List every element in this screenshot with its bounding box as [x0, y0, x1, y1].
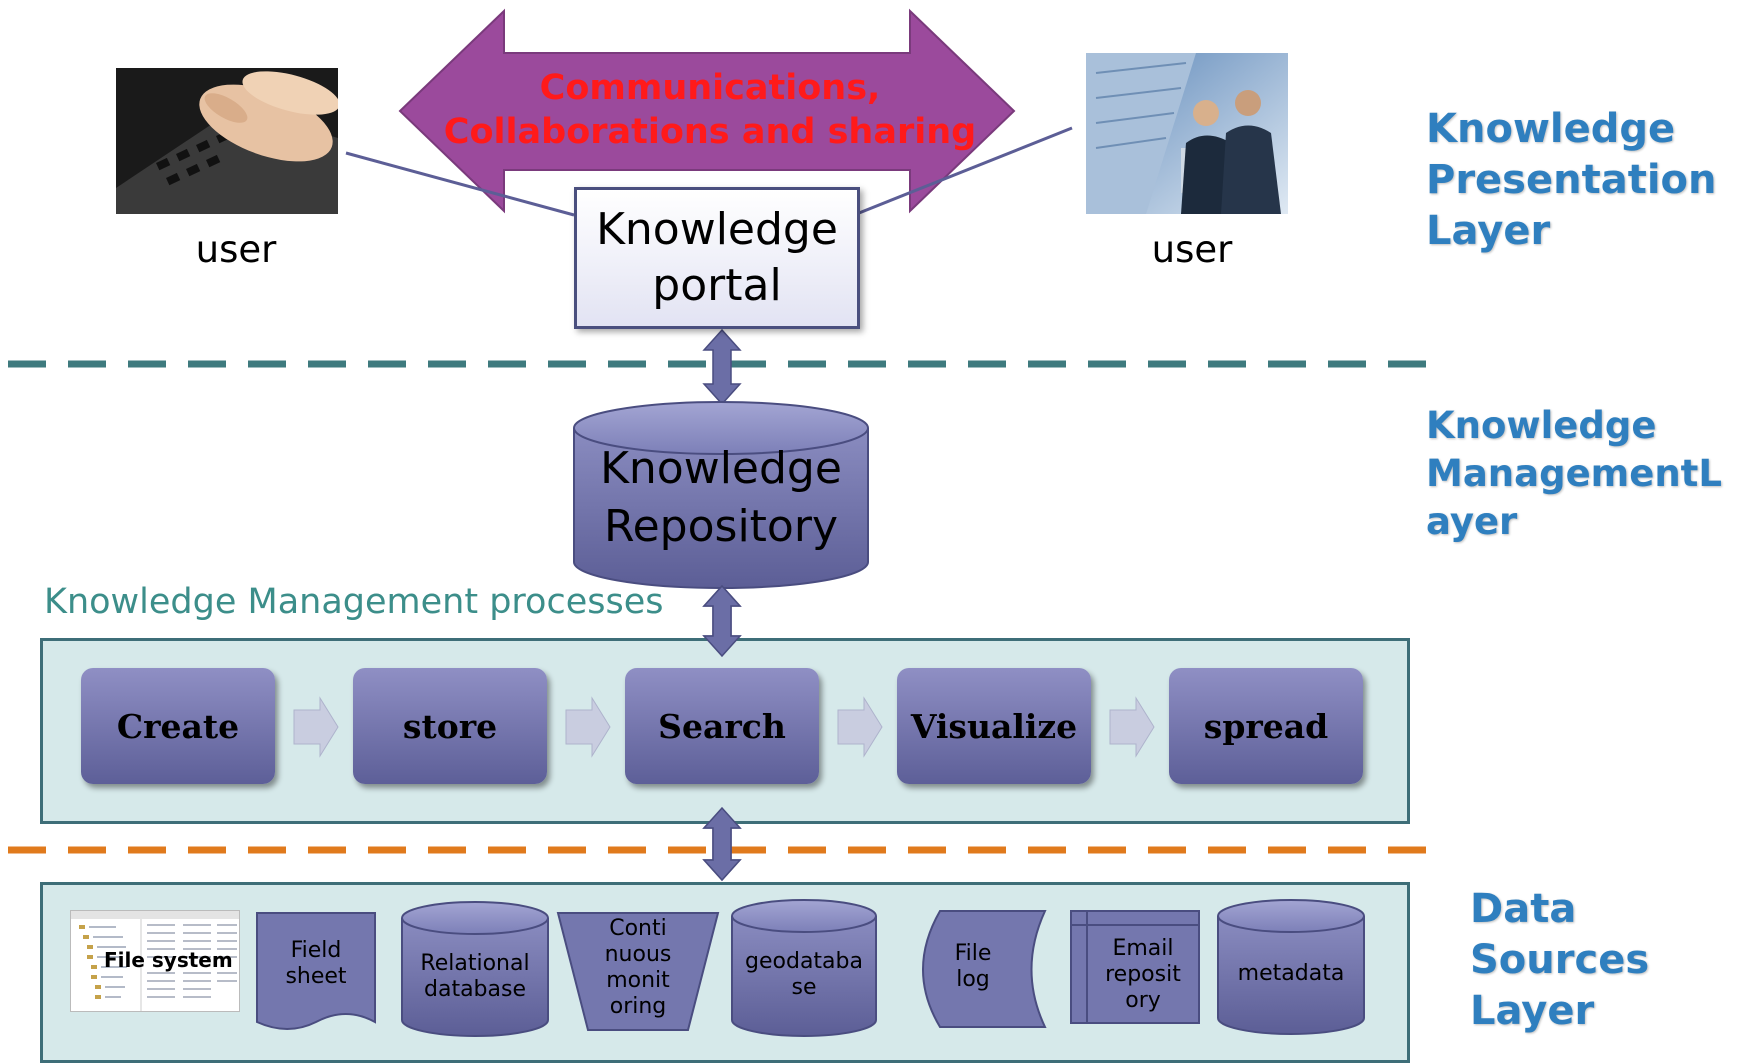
km-processes-label: Knowledge Management processes: [44, 582, 664, 622]
knowledge-repository-label: Knowledge Repository: [574, 440, 868, 556]
data-sources-layer-title: Data Sources Layer: [1470, 886, 1650, 1034]
left-user-link: [345, 151, 575, 217]
metadata-label: metadata: [1237, 961, 1345, 986]
metadata-cylinder: [1217, 899, 1365, 1035]
geodatabase-label: geodataba se: [745, 949, 863, 1000]
communications-double-arrow: [398, 8, 1016, 214]
process-step-create: Create: [81, 668, 275, 784]
right-user-photo: [1086, 53, 1288, 214]
process-step-search: Search: [625, 668, 819, 784]
file-system-label: File system: [104, 948, 233, 972]
management-layer-title: Knowledge ManagementL ayer: [1426, 404, 1722, 543]
field-sheet-label: Field sheet: [285, 938, 347, 989]
relational-database-cylinder: [401, 901, 549, 1037]
left-user-photo: [116, 68, 338, 214]
presentation-layer-title: Knowledge Presentation Layer: [1426, 106, 1717, 254]
left-user-label: user: [195, 228, 277, 271]
processes-sources-arrow-front: [702, 806, 742, 882]
communications-line-2: Collaborations and sharing: [443, 112, 977, 152]
file-system-thumbnail: [70, 910, 240, 1012]
field-sheet-shape: [256, 912, 376, 1030]
email-repository-label: Email reposit ory: [1105, 936, 1181, 1013]
continuous-monitoring-shape: [556, 912, 720, 1031]
right-user-label: user: [1151, 228, 1233, 271]
repository-line-1: Knowledge: [600, 443, 842, 494]
process-step-spread: spread: [1169, 668, 1363, 784]
repository-line-2: Repository: [604, 501, 838, 552]
knowledge-repository-cylinder: [573, 401, 869, 589]
communications-label: Communications, Collaborations and shari…: [440, 66, 980, 154]
right-user-link: [853, 126, 1073, 217]
portal-line-1: Knowledge: [596, 204, 838, 255]
knowledge-portal-box: Knowledge portal: [574, 187, 860, 329]
repo-processes-arrow-front: [702, 584, 742, 658]
process-step-visualize: Visualize: [897, 668, 1091, 784]
relational-database-label: Relational database: [420, 951, 530, 1002]
portal-line-2: portal: [652, 260, 782, 311]
communications-line-1: Communications,: [539, 68, 881, 108]
geodatabase-cylinder: [731, 899, 877, 1037]
continuous-monitoring-label: Conti nuous monit oring: [604, 916, 672, 1019]
file-log-shape: [922, 910, 1047, 1028]
process-step-store: store: [353, 668, 547, 784]
email-repository-shape: [1070, 910, 1200, 1024]
file-log-label: File log: [954, 941, 992, 992]
